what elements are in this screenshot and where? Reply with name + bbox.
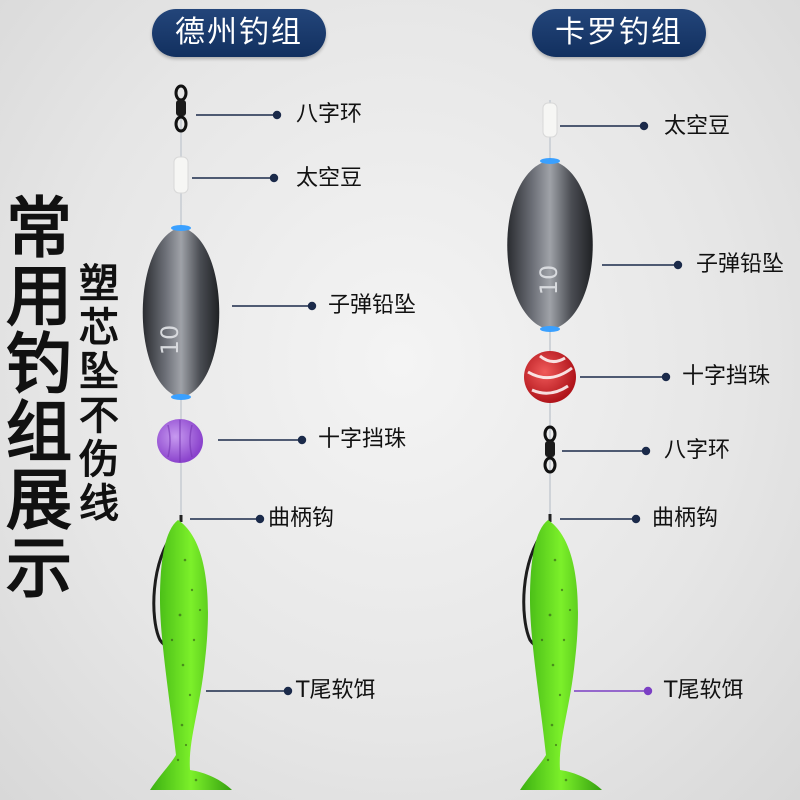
left-label-space-bean: 太空豆 xyxy=(296,166,363,191)
left-swivel-icon xyxy=(174,84,188,133)
right-label-bullet-weight: 子弹铅坠 xyxy=(696,252,785,277)
side-title: 常用钓组展示 xyxy=(6,190,72,607)
left-soft-bait xyxy=(150,520,232,790)
left-label-bullet-weight: 子弹铅坠 xyxy=(328,293,417,318)
left-space-bean xyxy=(173,156,189,194)
right-label-space-bean: 太空豆 xyxy=(664,114,731,139)
right-label-swivel: 八字环 xyxy=(664,438,731,463)
right-weight-mark: 10 xyxy=(535,265,563,296)
right-stopper-bead xyxy=(524,351,576,403)
right-swivel-icon xyxy=(543,425,557,474)
left-bullet-weight: 10 xyxy=(142,225,220,400)
right-rig-title: 卡罗钓组 xyxy=(532,9,706,57)
left-label-soft-bait: T尾软饵 xyxy=(296,678,376,703)
left-label-stopper-bead: 十字挡珠 xyxy=(318,427,407,452)
side-subtitle: 塑芯坠不伤线 xyxy=(79,261,119,527)
right-label-soft-bait: T尾软饵 xyxy=(664,678,744,703)
left-stopper-bead xyxy=(157,419,203,463)
left-rig-title: 德州钓组 xyxy=(152,9,326,57)
right-space-bean xyxy=(542,102,558,138)
right-bullet-weight: 10 xyxy=(507,158,593,332)
left-label-hook: 曲柄钩 xyxy=(268,506,335,531)
right-label-stopper-bead: 十字挡珠 xyxy=(682,364,771,389)
left-label-swivel: 八字环 xyxy=(296,102,363,127)
left-weight-mark: 10 xyxy=(156,325,184,356)
right-soft-bait xyxy=(520,520,602,790)
right-label-hook: 曲柄钩 xyxy=(652,506,719,531)
